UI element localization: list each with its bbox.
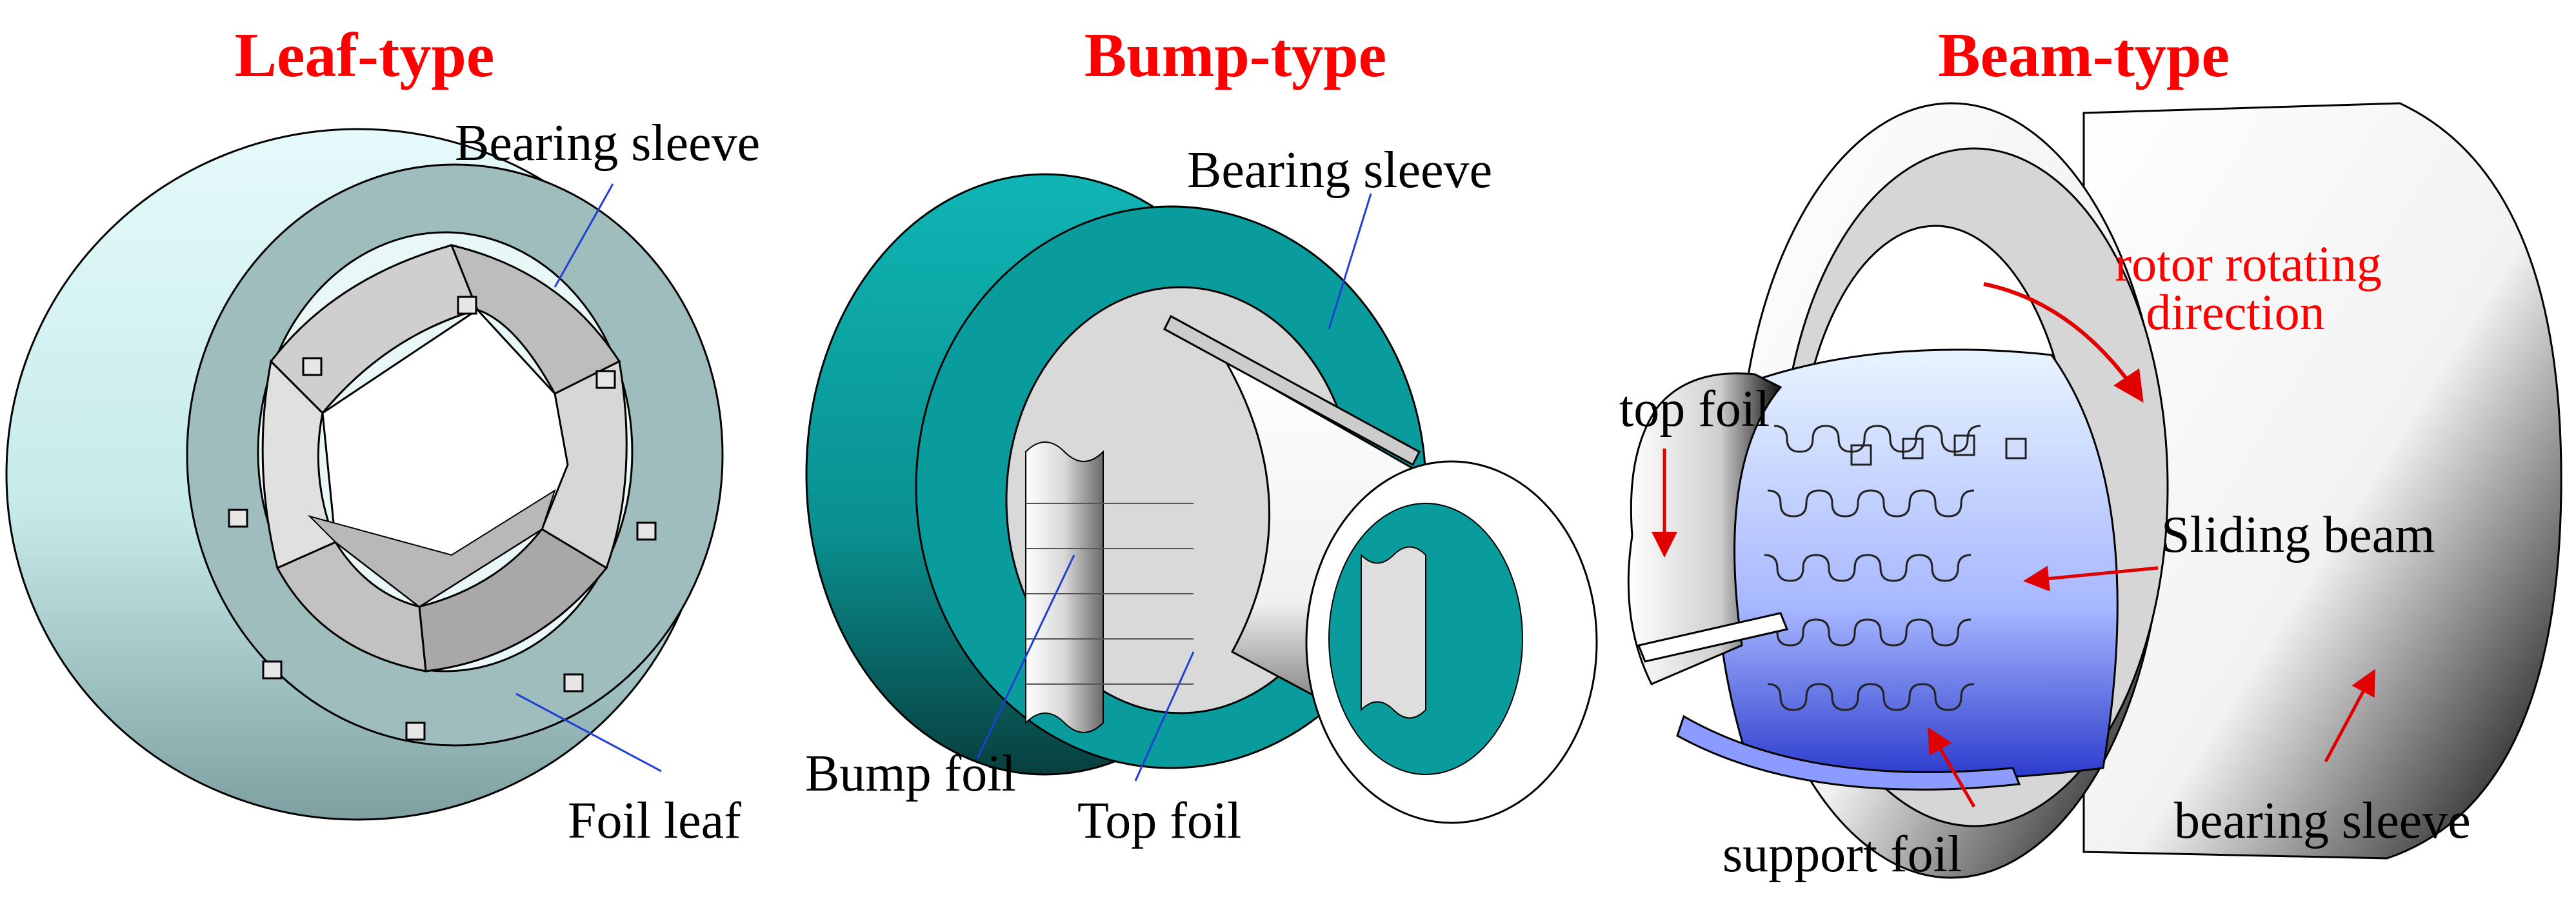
bump-sleeve-label: Bearing sleeve [1187,142,1492,199]
bump-foil-label: Bump foil [805,745,1016,802]
panel-title-bump: Bump-type [1084,21,1386,90]
leaf-sleeve-callout [554,183,614,288]
support-foil-label: support foil [1722,826,1962,883]
panel-title-leaf: Leaf-type [235,21,495,90]
sliding-beam-pattern [1764,425,2027,711]
sliding-beam-label: Sliding beam [2161,507,2435,563]
beam-type-bearing [1627,102,2562,879]
top-foil-callout [1134,651,1195,782]
rotor-direction-label-line1: rotor rotating [2115,236,2382,292]
leaf-foil-callout [515,692,662,773]
support-foil-arrow [1927,727,1976,808]
bump-sleeve-callout [1328,193,1372,330]
leaf-type-bearing [5,128,724,821]
top-foil-label-bump: Top foil [1077,793,1241,849]
panel-title-beam: Beam-type [1938,21,2230,90]
bearing-sleeve-arrow [2324,669,2376,763]
bump-foil-corrugations [1025,441,1193,733]
bearing-sleeve-label-beam: bearing sleeve [2174,793,2471,849]
rotor-direction-arrow [1983,282,2144,403]
rotor-direction-label-line2: direction [2146,284,2324,340]
top-foil-label-beam: top foil [1619,381,1770,438]
bump-type-bearing [805,173,1598,824]
leaf-foil-label: Foil leaf [568,793,741,849]
bump-foil-callout [976,554,1075,759]
leaf-sleeve-label: Bearing sleeve [455,115,760,172]
sliding-beam-arrow [2023,565,2159,592]
